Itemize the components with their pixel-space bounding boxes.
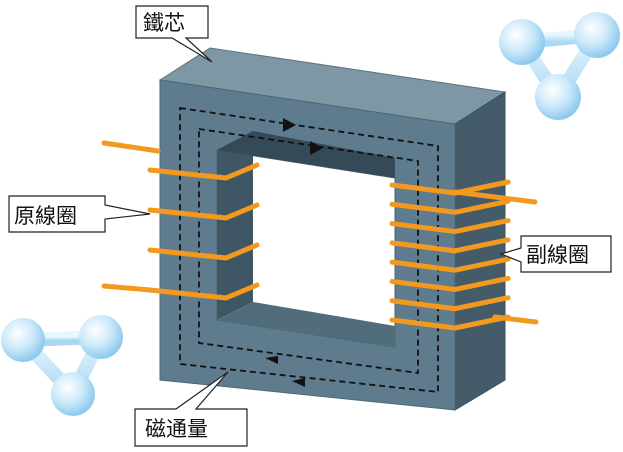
primary-coil-turn-diagonal [223,242,260,261]
callout-core: 鐵芯 [135,5,213,63]
secondary-coil-turn-diagonal [452,218,511,235]
callout-secondary-coil-box [499,235,612,273]
secondary-coil-turn-front [389,240,458,254]
secondary-coil-turn-front [389,317,458,331]
secondary-coil-turn-front [389,298,458,312]
core-window-inner-top [217,131,395,178]
molecule-icon-bottom-left [1,315,123,416]
primary-coil-turn-diagonal [223,162,260,181]
primary-coil-turn-front [147,207,229,221]
primary-coil [101,140,260,301]
callout-secondary-coil: 副線圈 [499,235,612,273]
flux-arrow-icon-top-inner [310,141,323,155]
callout-magnetic-flux: 磁通量 [134,371,248,447]
callout-core-box [135,5,213,63]
molecule-icon-top-right [499,12,620,120]
flux-arrow-icon-bottom-inner [265,356,278,364]
label-secondary-coil: 副線圈 [526,243,589,267]
secondary-coil [389,179,539,331]
primary-coil-turn-diagonal [223,202,260,221]
secondary-coil-turn-diagonal [452,256,511,273]
core-window-inner-bottom [217,302,395,347]
secondary-coil-lead-out [492,314,539,325]
secondary-coil-turn-diagonal [452,275,511,292]
secondary-coil-turn-front [389,221,458,235]
callout-primary-coil: 原線圈 [8,195,151,233]
flux-arrow-icon-bottom-outer [292,378,305,387]
callout-primary-coil-box [8,195,151,233]
primary-coil-lead-in [101,140,161,154]
flux-loop-outer [179,106,439,394]
label-primary-coil: 原線圈 [14,204,77,228]
primary-coil-turn-front [147,287,229,301]
secondary-coil-turn-diagonal [452,198,511,215]
primary-coil-lead-out [101,283,153,293]
secondary-coil-turn-front [389,201,458,215]
secondary-coil-turn-front [389,278,458,292]
flux-arrow-icon-top-outer [283,118,296,132]
secondary-coil-turn-front [389,182,458,196]
callout-magnetic-flux-box [134,371,248,447]
primary-coil-turn-front [147,167,229,181]
label-magnetic-flux: 磁通量 [145,417,208,441]
primary-coil-turn-diagonal [223,282,260,301]
flux-loop-inner [198,127,419,375]
label-core: 鐵芯 [143,11,185,35]
secondary-coil-turn-front [389,259,458,273]
secondary-coil-lead-in [452,189,538,205]
secondary-coil-turn-diagonal [452,237,511,254]
primary-coil-turn-front [147,247,229,261]
magnetic-flux-lines [179,106,439,394]
secondary-coil-turn-diagonal [452,295,511,312]
